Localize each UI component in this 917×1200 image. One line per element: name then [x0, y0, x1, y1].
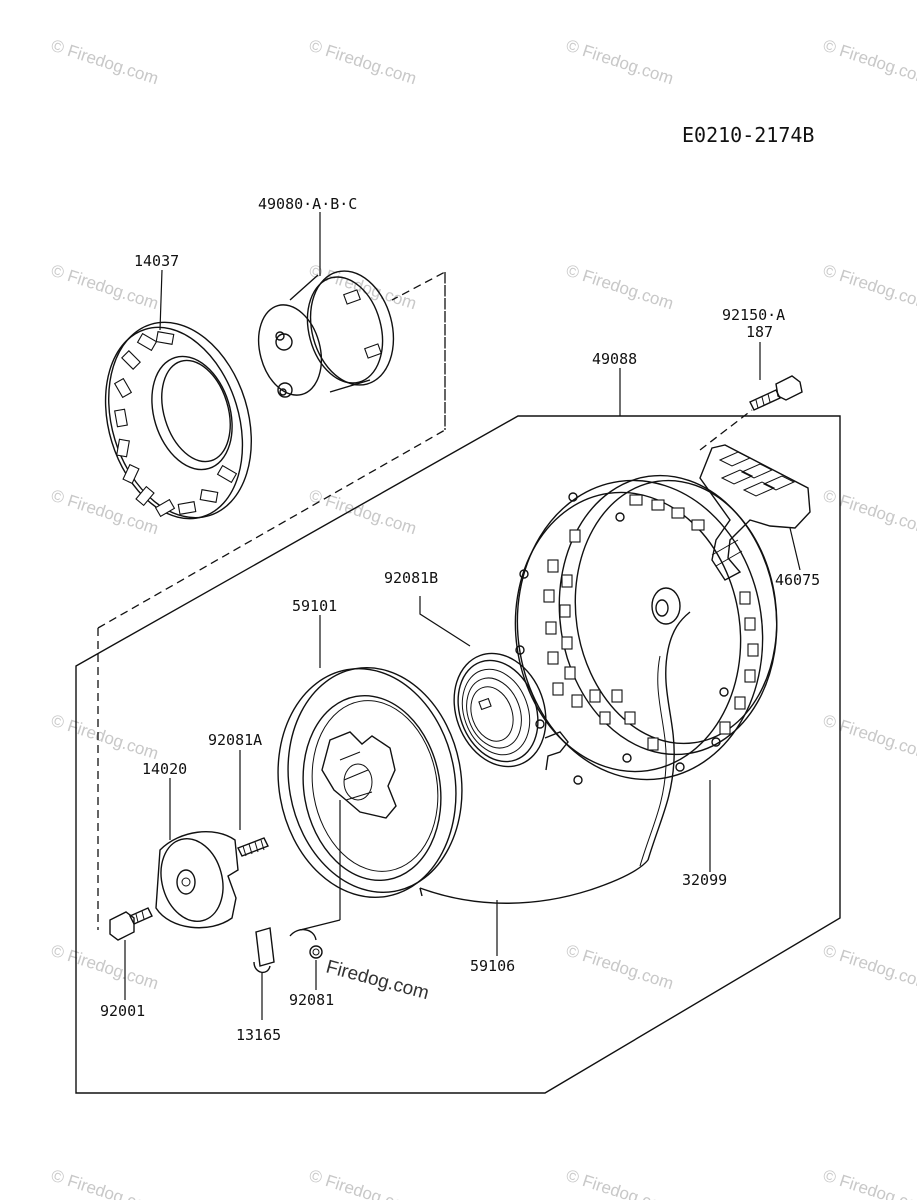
spring-92081b [453, 652, 569, 771]
part-label-92081: 92081 [289, 991, 334, 1009]
pawl-13165 [253, 927, 275, 973]
watermark: © Firedog.com [564, 941, 676, 994]
part-labels: 49080·A·B·C 14037 92150·A 187 49088 4607… [100, 195, 820, 1044]
part-label-59101: 59101 [292, 597, 337, 615]
watermark: © Firedog.com [307, 486, 419, 539]
bolt-92150 [749, 375, 803, 411]
drawing-id: E0210-2174B [682, 123, 814, 147]
part-label-92001: 92001 [100, 1002, 145, 1020]
watermark: © Firedog.com [307, 261, 419, 314]
spring-92081 [289, 929, 323, 959]
watermark: © Firedog.com [564, 36, 676, 89]
watermark: © Firedog.com [821, 36, 917, 89]
part-label-49080: 49080·A·B·C [258, 195, 357, 213]
part-label-14020: 14020 [142, 760, 187, 778]
watermark: © Firedog.com [821, 711, 917, 764]
ratchet-14020 [155, 831, 239, 929]
watermark: © Firedog.com [49, 711, 161, 764]
watermark: © Firedog.com [821, 941, 917, 994]
part-label-92150: 92150·A [722, 306, 785, 324]
watermark: © Firedog.com [49, 1166, 161, 1200]
housing-49088 [514, 474, 778, 785]
watermark: © Firedog.com [821, 261, 917, 314]
watermark: © Firedog.com [564, 261, 676, 314]
part-label-46075: 46075 [775, 571, 820, 589]
watermark: © Firedog.com [821, 1166, 917, 1200]
watermark-tiles: © Firedog.com © Firedog.com © Firedog.co… [49, 36, 917, 1200]
reel-59101 [277, 667, 463, 898]
watermark: © Firedog.com [821, 486, 917, 539]
rope-32099 [419, 611, 691, 904]
part-label-13165: 13165 [236, 1026, 281, 1044]
watermark: © Firedog.com [49, 941, 161, 994]
hub-49080 [257, 270, 395, 398]
watermark: © Firedog.com [307, 36, 419, 89]
watermark: © Firedog.com [49, 36, 161, 89]
dashed-outline-bolt [699, 409, 753, 451]
cover-14037 [104, 321, 252, 520]
housing-vent-slots [543, 494, 759, 751]
watermark: © Firedog.com [307, 1166, 419, 1200]
part-label-59106: 59106 [470, 957, 515, 975]
spring-92081a [237, 837, 269, 857]
leader-lines [124, 212, 801, 1020]
part-label-92081b: 92081B [384, 569, 438, 587]
part-label-92081a: 92081A [208, 731, 262, 749]
part-label-14037: 14037 [134, 252, 179, 270]
watermark-center: Firedog.com [324, 957, 431, 1005]
part-label-32099: 32099 [682, 871, 727, 889]
watermark: © Firedog.com [564, 1166, 676, 1200]
dashed-outline [97, 270, 446, 930]
bolt-92001 [109, 907, 153, 941]
part-label-49088: 49088 [592, 350, 637, 368]
assembly-outline [75, 415, 841, 1094]
part-label-187: 187 [746, 323, 773, 341]
handle-46075 [699, 444, 811, 581]
